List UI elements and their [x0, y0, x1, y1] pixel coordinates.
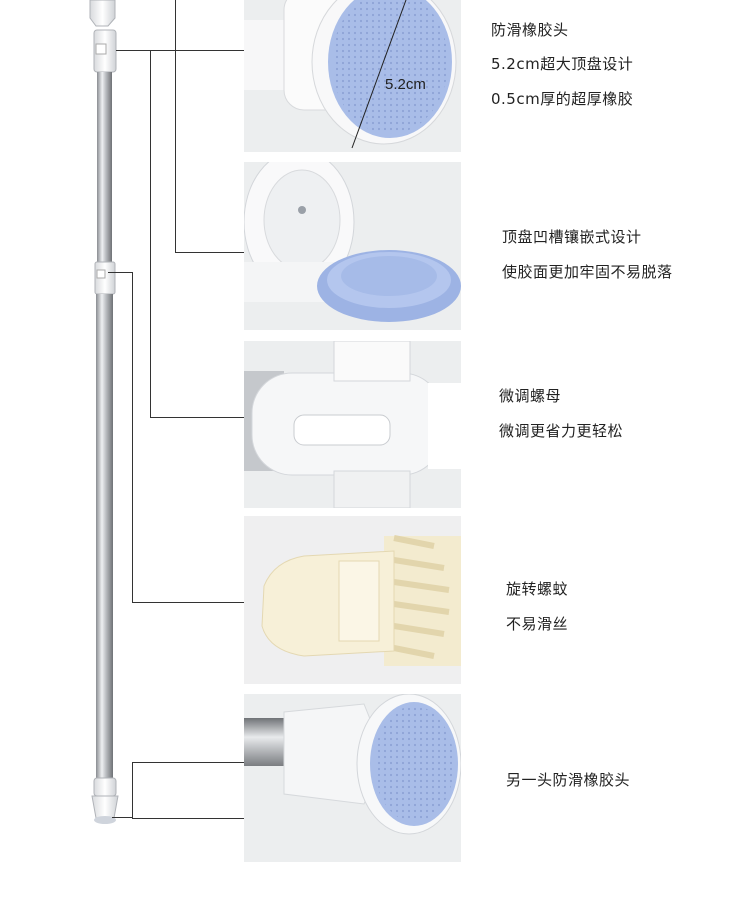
caption-bottom-pad-line-1: 另一头防滑橡胶头 [506, 771, 631, 789]
connector-line-bottom-pad-tick [112, 817, 132, 818]
connector-line-nut-vertical [150, 50, 245, 418]
connector-line-groove [116, 50, 151, 51]
caption-nut-line-1: 微调螺母 [499, 387, 562, 405]
caption-thread-line-2: 不易滑丝 [506, 615, 569, 633]
connector-line-top-pad [175, 0, 246, 253]
caption-groove-line-2: 使胶面更加牢固不易脱落 [502, 263, 673, 281]
caption-thread-line-1: 旋转螺蚊 [506, 580, 569, 598]
connector-line-bottom-pad [132, 762, 245, 819]
photo-bottom-rubber-pad [244, 694, 461, 862]
caption-groove-line-1: 顶盘凹槽镶嵌式设计 [502, 228, 642, 246]
caption-top-pad-line-3: 0.5cm厚的超厚橡胶 [491, 90, 634, 108]
photo-adjust-nut [244, 341, 461, 508]
dimension-label: 5.2cm [385, 76, 426, 93]
photo-groove-design [244, 162, 461, 330]
photo-thread [244, 516, 461, 684]
caption-top-pad-line-1: 防滑橡胶头 [491, 21, 569, 39]
connector-line-thread [108, 272, 133, 603]
telescopic-pole [70, 0, 140, 840]
caption-top-pad-line-2: 5.2cm超大顶盘设计 [491, 55, 634, 73]
caption-nut-line-2: 微调更省力更轻松 [499, 422, 624, 440]
photo-top-rubber-pad: 5.2cm [244, 0, 461, 152]
connector-line-thread-horizontal [132, 602, 244, 603]
